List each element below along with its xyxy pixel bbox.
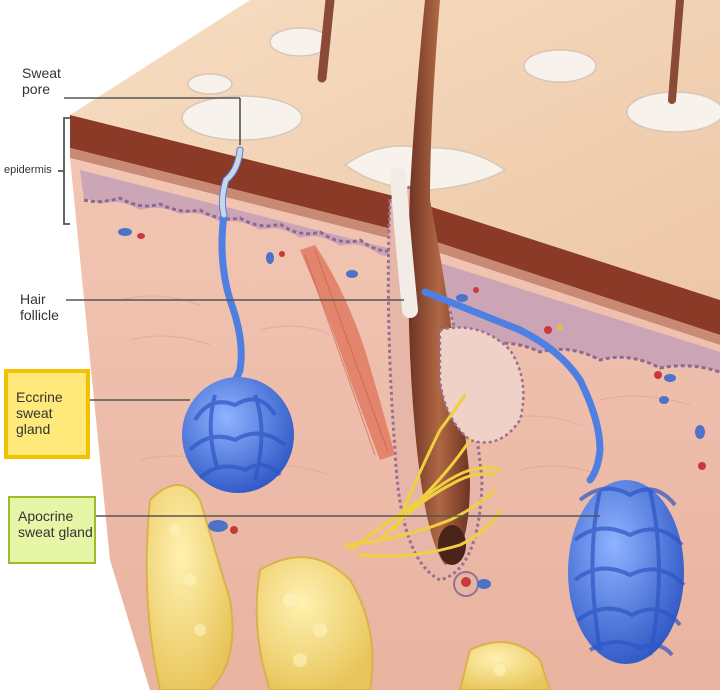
label-hair-follicle-line1: Hair (20, 291, 46, 307)
nerve-fibers (343, 393, 502, 558)
label-eccrine: Eccrine sweat gland (16, 389, 86, 437)
label-epidermis-text: epidermis (4, 164, 52, 176)
skin-flakes (181, 27, 720, 141)
blood-vessels (118, 228, 706, 589)
apocrine-label-box: Apocrine sweat gland (8, 496, 96, 564)
label-sweat-pore-line1: Sweat (22, 65, 61, 81)
basal-layer (80, 170, 720, 372)
label-eccrine-line1: Eccrine (16, 389, 63, 405)
surface-hairs (317, 0, 684, 104)
label-hair-follicle: Hair follicle (20, 291, 59, 323)
epidermis-bracket (58, 117, 70, 225)
label-sweat-pore-line2: pore (22, 80, 51, 97)
label-apocrine-line1: Apocrine (18, 508, 74, 524)
leader-lines (64, 97, 600, 517)
sebaceous-gland (438, 326, 525, 444)
label-eccrine-line3: gland (16, 421, 51, 437)
label-hair-follicle-line2: follicle (20, 306, 59, 323)
label-epidermis: epidermis (4, 164, 52, 176)
label-apocrine-line3: gland (58, 524, 93, 540)
label-apocrine: Apocrine sweat gland (18, 508, 94, 540)
label-eccrine-line2: sweat (16, 405, 53, 421)
fat-lobules (145, 484, 552, 691)
apocrine-duct (421, 288, 604, 484)
label-apocrine-line2: sweat (18, 524, 55, 540)
eccrine-gland-coil (182, 377, 294, 493)
apocrine-gland-coil (568, 480, 686, 664)
label-sweat-pore: Sweat pore (22, 65, 61, 97)
eccrine-label-box: Eccrine sweat gland (4, 369, 90, 459)
